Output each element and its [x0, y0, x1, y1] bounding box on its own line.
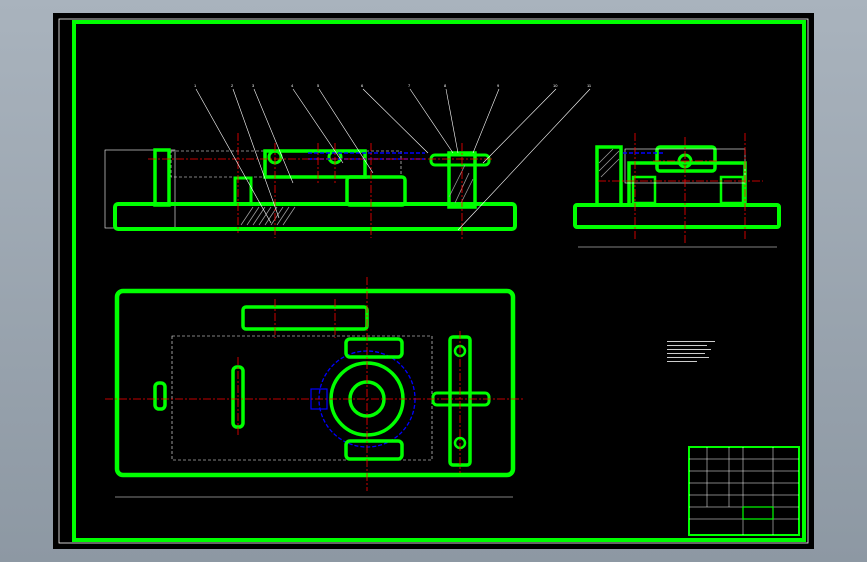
top-clamp-upper — [344, 337, 404, 359]
side-hatch — [598, 148, 620, 178]
title-block-grid — [689, 447, 799, 535]
base-plate — [113, 202, 517, 231]
top-centerlines — [105, 277, 523, 491]
front-view: 1 2 3 4 5 6 7 8 9 10 11 — [104, 83, 592, 241]
drawing-canvas: 1 2 3 4 5 6 7 8 9 10 11 — [58, 18, 809, 544]
top-tab-left — [153, 381, 167, 411]
notes-placeholder-line — [667, 357, 709, 358]
outer-frame — [58, 18, 809, 544]
side-centerlines — [598, 133, 763, 243]
balloon-9: 9 — [497, 83, 500, 88]
top-clamp-bar — [241, 305, 369, 331]
section-hatch — [240, 164, 474, 226]
balloon-11: 11 — [587, 83, 592, 88]
front-centerlines — [148, 133, 493, 241]
side-body — [627, 161, 747, 207]
side-boss — [655, 145, 717, 173]
notes-placeholder-line — [667, 361, 697, 362]
drawing-border — [72, 20, 806, 542]
left-post — [153, 148, 171, 207]
balloon-4: 4 — [291, 83, 294, 88]
center-block — [345, 175, 407, 207]
right-stud-cap — [429, 153, 491, 167]
cad-drawing-sheet: 1 2 3 4 5 6 7 8 9 10 11 — [53, 13, 814, 549]
side-base — [573, 203, 781, 229]
balloon-2: 2 — [231, 83, 234, 88]
side-block-right — [719, 175, 745, 205]
balloon-8: 8 — [444, 83, 447, 88]
side-view — [573, 133, 781, 248]
balloon-10: 10 — [553, 83, 558, 88]
leader-lines — [195, 88, 591, 231]
balloon-5: 5 — [317, 83, 320, 88]
balloon-3: 3 — [252, 83, 255, 88]
notes-placeholder-line — [667, 349, 711, 350]
balloon-6: 6 — [361, 83, 364, 88]
notes-placeholder-line — [667, 341, 715, 342]
top-view — [105, 277, 523, 498]
notes-placeholder-line — [667, 345, 707, 346]
notes-placeholder-line — [667, 353, 705, 354]
top-base-outline — [114, 288, 516, 478]
support-block — [233, 176, 253, 206]
balloon-1: 1 — [194, 83, 197, 88]
balloon-labels: 1 2 3 4 5 6 7 8 9 10 11 — [194, 83, 592, 88]
technical-notes — [667, 341, 715, 362]
side-bracket-left — [595, 145, 623, 207]
title-block-frame — [688, 446, 800, 536]
side-block-left — [631, 175, 657, 205]
clamp-bar — [263, 149, 367, 179]
top-clamp-lower — [344, 439, 404, 461]
balloon-7: 7 — [408, 83, 411, 88]
title-block — [688, 446, 800, 536]
title-block-name-cell — [742, 506, 774, 520]
